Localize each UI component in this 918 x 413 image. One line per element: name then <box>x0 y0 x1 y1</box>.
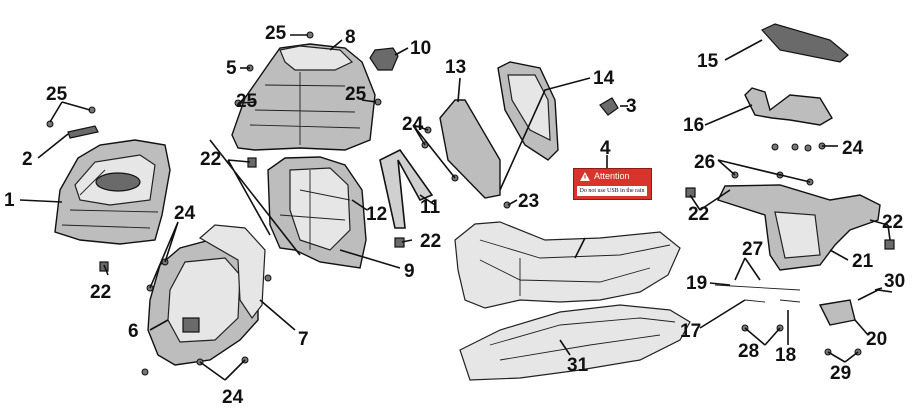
callout-26: 27 <box>742 239 764 260</box>
callout-25: 25 <box>265 23 287 44</box>
part-12-center-frame <box>267 156 367 269</box>
callout-3: 3 <box>626 96 637 117</box>
callout-25: 26 <box>694 152 716 173</box>
callout-27: 28 <box>738 341 760 362</box>
callout-2: 2 <box>22 149 33 170</box>
callout-22: 22 <box>882 212 904 233</box>
callout-24: 24 <box>402 114 424 135</box>
part-17-to-20-fasteners <box>714 284 893 326</box>
callout-17: 17 <box>680 321 702 342</box>
warning-label: Attention Do not use USB in the rain <box>573 168 652 200</box>
callout-6: 6 <box>128 321 139 342</box>
callout-1: 1 <box>4 190 15 211</box>
callout-18: 18 <box>775 345 797 366</box>
part-2-bracket <box>67 125 99 139</box>
callout-25: 25 <box>46 84 68 105</box>
part-8-upper-dash-cover <box>231 43 376 151</box>
callout-21: 21 <box>852 251 874 272</box>
part-31-floor-panel <box>454 221 681 309</box>
callout-30: 31 <box>567 355 589 376</box>
part-13-storage-box <box>439 99 501 199</box>
callout-29: 30 <box>884 271 906 292</box>
callout-24: 24 <box>174 203 196 224</box>
leader-lines <box>19 34 891 381</box>
callout-25: 25 <box>345 84 367 105</box>
part-30-bottom-tray <box>459 304 691 381</box>
callout-22: 22 <box>90 282 112 303</box>
callout-10: 10 <box>410 38 432 59</box>
callout-28: 29 <box>830 363 852 384</box>
callout-22: 22 <box>688 204 710 225</box>
callout-5: 5 <box>226 58 237 79</box>
callout-9: 9 <box>404 261 415 282</box>
callout-14: 14 <box>593 68 615 89</box>
callout-22: 22 <box>420 231 442 252</box>
part-15-top-bracket <box>761 23 849 63</box>
callout-22: 22 <box>200 149 222 170</box>
warning-label-heading: Attention <box>594 171 630 181</box>
part-1-left-side-cover <box>54 139 171 245</box>
callout-13: 13 <box>445 57 467 78</box>
callout-12: 12 <box>366 204 388 225</box>
part-16-clamp-bracket <box>744 87 833 126</box>
callout-19: 19 <box>686 273 708 294</box>
part-11-rod <box>379 148 434 229</box>
callout-16: 16 <box>683 115 705 136</box>
part-14-storage-lid <box>497 61 559 161</box>
part-3-clip <box>599 97 619 116</box>
callout-24: 24 <box>222 387 244 408</box>
warning-triangle-icon <box>580 172 590 181</box>
callout-7: 7 <box>298 329 309 350</box>
callout-25: 25 <box>236 91 258 112</box>
callout-20: 20 <box>866 329 888 350</box>
callout-4: 4 <box>600 138 611 159</box>
part-6-lower-left-cover <box>147 239 259 366</box>
callout-8: 8 <box>345 27 356 48</box>
part-7-inner-cover <box>198 224 266 320</box>
warning-label-text: Do not use USB in the rain <box>577 186 647 196</box>
callout-15: 15 <box>697 51 719 72</box>
callout-23: 23 <box>518 191 540 212</box>
part-10-knob <box>369 47 399 71</box>
callout-11: 11 <box>420 197 441 218</box>
part-21-right-housing <box>717 184 881 271</box>
callout-24: 24 <box>842 138 864 159</box>
